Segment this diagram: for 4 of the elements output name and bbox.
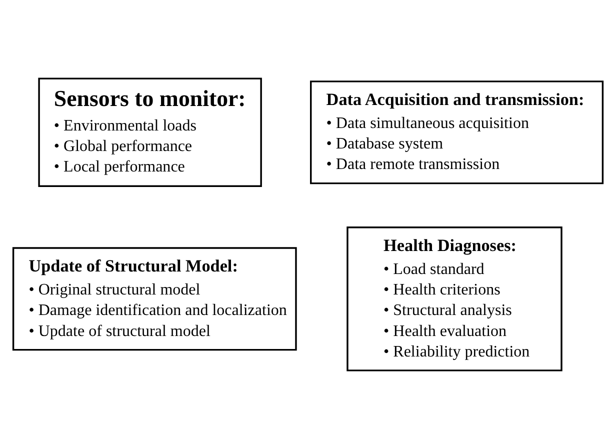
node-box: Health Diagnoses: • Load standard • Health criterions • Structural analysis • Health evaluation • Reliability prediction [346, 226, 562, 371]
node-box: Sensors to monitor: • Environmental loads • Global performance • Local performance [38, 77, 262, 187]
node-box: Data Acquisition and transmission: • Data simultaneous acquisition • Database system • Data remote transmission [310, 80, 604, 184]
node-box: Update of Structural Model: • Original structural model • Damage identification and localization • Update of structural model [12, 246, 297, 350]
